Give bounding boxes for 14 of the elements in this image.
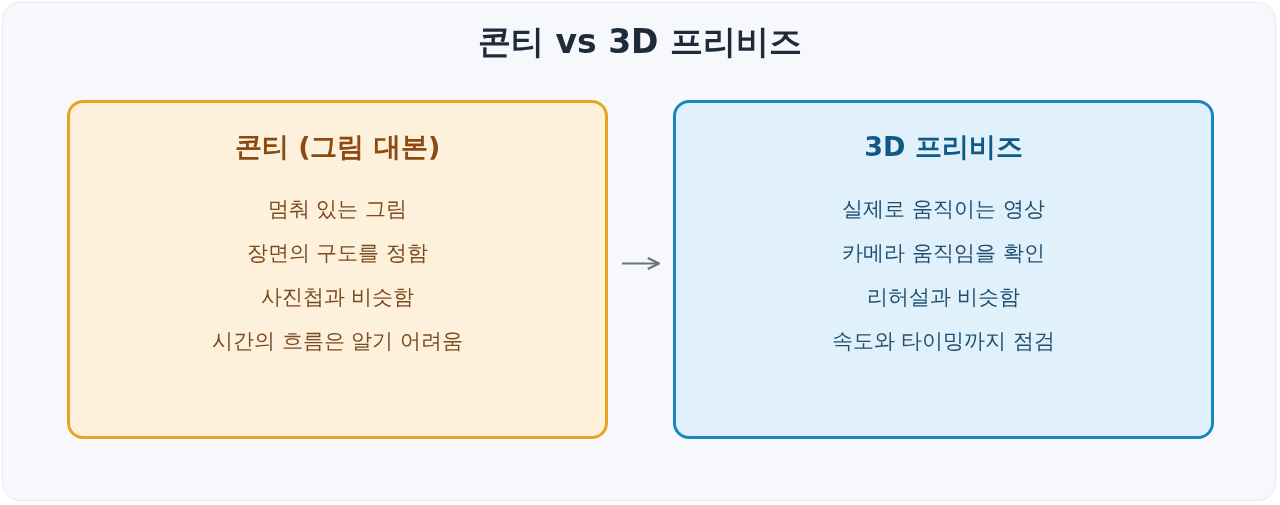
panel-heading: 콘티 (그림 대본) [234, 130, 441, 164]
comparison-panel [673, 100, 1214, 439]
panel-text: 카메라 움직임을 확인 [842, 240, 1045, 267]
panel-text: 시간의 흐름은 알기 어려움 [212, 328, 463, 355]
panel-text: 속도와 타이밍까지 점검 [831, 328, 1056, 355]
comparison-panel [67, 100, 608, 439]
panel-heading: 3D 프리비즈 [864, 130, 1023, 164]
arrow [621, 256, 661, 271]
panel-text: 리허설과 비슷함 [866, 284, 1021, 311]
panel-text: 멈춰 있는 그림 [267, 196, 408, 223]
panel-text: 장면의 구도를 정함 [246, 240, 429, 267]
title: 콘티 vs 3D 프리비즈 [477, 21, 803, 63]
panel-text: 실제로 움직이는 영상 [842, 196, 1045, 223]
panel-text: 사진첩과 비슷함 [260, 284, 415, 311]
